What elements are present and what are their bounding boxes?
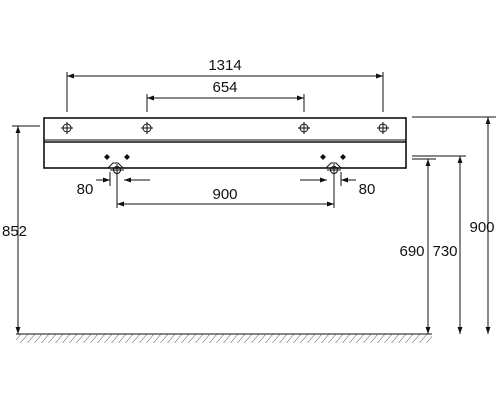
dim-height-690: 690 [399, 158, 436, 334]
dim-height-total-label: 852 [2, 223, 27, 240]
dim-right-offset-label: 80 [359, 181, 376, 198]
floor [16, 333, 432, 343]
mount-point-3 [298, 122, 310, 134]
dim-basin-spacing: 900 [116, 178, 335, 208]
dim-right-offset: 80 [300, 172, 375, 198]
dim-inner-width: 654 [146, 79, 305, 112]
dim-height-730-label: 730 [432, 243, 457, 260]
dim-left-offset: 80 [77, 172, 150, 198]
dim-height-690-label: 690 [399, 243, 424, 260]
dim-total-width-label: 1314 [208, 57, 241, 74]
dim-basin-spacing-label: 900 [212, 186, 237, 203]
dim-height-730: 730 [412, 155, 466, 334]
mount-point-2 [141, 122, 153, 134]
dim-height-900: 900 [412, 116, 496, 334]
dim-left-offset-label: 80 [77, 181, 94, 198]
mount-point-1 [61, 122, 73, 134]
right-drain-symbol [320, 154, 346, 178]
mount-point-4 [377, 122, 389, 134]
vanity-unit [43, 117, 407, 169]
dim-height-900-label: 900 [469, 219, 494, 236]
left-drain-symbol [104, 154, 130, 178]
dim-height-total: 852 [2, 125, 40, 334]
dim-inner-width-label: 654 [212, 79, 237, 96]
dim-total-width: 1314 [66, 57, 384, 112]
